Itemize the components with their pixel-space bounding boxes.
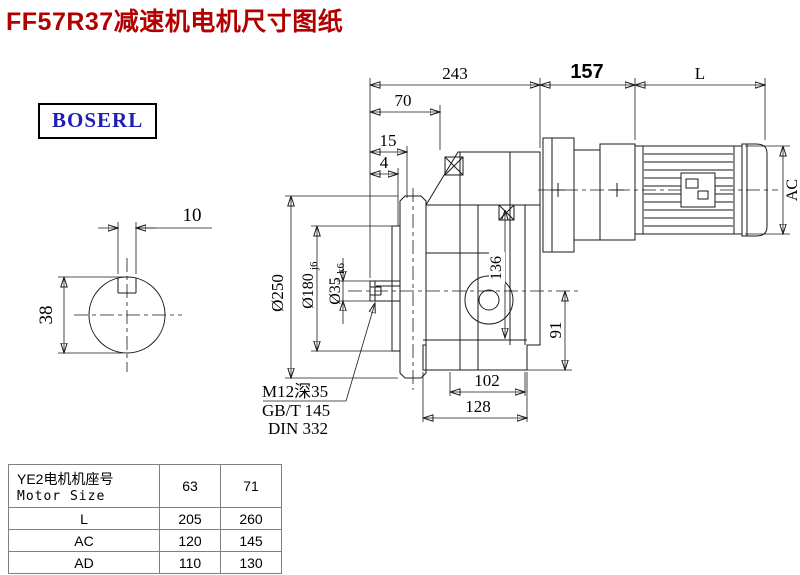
motor bbox=[634, 143, 768, 237]
dim-91: 91 bbox=[546, 322, 565, 339]
note-thread: M12深35 bbox=[262, 382, 328, 401]
note-gbt: GB/T 145 bbox=[262, 401, 330, 420]
row-AC-63: 120 bbox=[159, 529, 221, 552]
dim-38: 38 bbox=[36, 306, 57, 325]
svg-text:Ø35: Ø35 bbox=[327, 277, 344, 305]
dim-70: 70 bbox=[395, 91, 412, 110]
row-AD-71: 130 bbox=[220, 551, 282, 574]
header-motor-size-en: Motor Size bbox=[17, 488, 106, 504]
svg-text:k6: k6 bbox=[335, 263, 347, 275]
row-AD-63: 110 bbox=[159, 551, 221, 574]
row-label-L: L bbox=[8, 507, 160, 530]
dim-136: 136 bbox=[488, 256, 505, 280]
row-L-71: 260 bbox=[220, 507, 282, 530]
brand-logo: BOSERL bbox=[38, 103, 158, 139]
gearbox-body bbox=[369, 151, 541, 379]
dim-L: L bbox=[695, 64, 705, 83]
dim-157: 157 bbox=[570, 61, 603, 83]
dim-10: 10 bbox=[183, 205, 202, 226]
svg-text:j6: j6 bbox=[308, 261, 320, 271]
row-label-AD: AD bbox=[8, 551, 160, 574]
header-motor-size-cn: YE2电机机座号 bbox=[17, 470, 114, 487]
svg-text:Ø180: Ø180 bbox=[300, 273, 317, 309]
dim-128: 128 bbox=[465, 397, 491, 416]
table-row: L 205 260 bbox=[8, 507, 282, 530]
dim-AC: AC bbox=[784, 179, 800, 201]
motor-size-table: YE2电机机座号 Motor Size 63 71 L 205 260 AC 1… bbox=[8, 464, 282, 574]
dim-dia250: Ø250 bbox=[268, 274, 287, 312]
table-row: AD 110 130 bbox=[8, 551, 282, 574]
row-label-AC: AC bbox=[8, 529, 160, 552]
table-row: AC 120 145 bbox=[8, 529, 282, 552]
dim-136-bg bbox=[489, 252, 505, 284]
dim-243: 243 bbox=[442, 64, 468, 83]
table-header-row: YE2电机机座号 Motor Size 63 71 bbox=[8, 464, 282, 508]
dim-dia180: Ø180 j6 bbox=[300, 261, 320, 309]
size-71: 71 bbox=[220, 464, 282, 508]
note-din: DIN 332 bbox=[268, 419, 328, 438]
dim-15: 15 bbox=[380, 131, 397, 150]
row-AC-71: 145 bbox=[220, 529, 282, 552]
shaft-cross-section bbox=[88, 276, 166, 354]
motor-adapter bbox=[542, 137, 636, 253]
dim-4: 4 bbox=[380, 153, 389, 172]
row-L-63: 205 bbox=[159, 507, 221, 530]
page-title: FF57R37减速机电机尺寸图纸 bbox=[6, 8, 344, 36]
size-63: 63 bbox=[159, 464, 221, 508]
header-motor-size: YE2电机机座号 Motor Size bbox=[8, 464, 160, 508]
dim-102: 102 bbox=[474, 371, 500, 390]
dim-dia35: Ø35 k6 bbox=[327, 263, 347, 305]
